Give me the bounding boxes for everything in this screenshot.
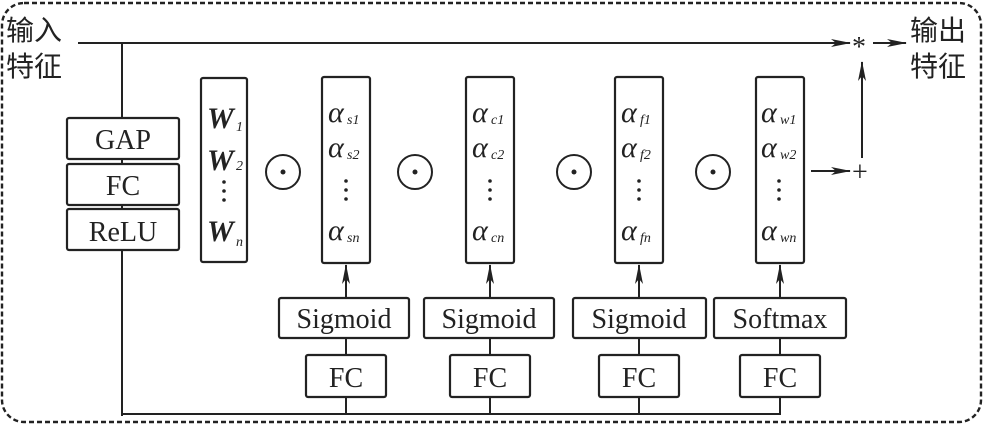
alpha-f-vector-box [613, 75, 665, 265]
fc-label-c: FC [473, 363, 507, 394]
branch-s: α s1 α s2 α sn Sigmoid FC [277, 75, 411, 414]
alpha-s-n: α [328, 214, 345, 247]
relu-block [65, 207, 181, 252]
alpha-s-vector-box [320, 75, 372, 265]
weight-vector-box [199, 76, 249, 264]
odot-operator-4 [695, 154, 731, 190]
alpha-c-2: α [472, 131, 489, 164]
alpha-c-n: α [472, 214, 489, 247]
fc-label-f: FC [622, 363, 656, 394]
alpha-f-2: α [621, 131, 638, 164]
alpha-f-sub-2: f2 [640, 148, 651, 163]
output-label-line2: 特征 [910, 50, 966, 83]
alpha-f-sub-n: fn [640, 231, 651, 246]
input-label-line1: 输入 [6, 14, 62, 47]
alpha-w-2: α [761, 131, 778, 164]
branch-f: α f1 α f2 α fn Sigmoid FC [571, 75, 708, 414]
softmax-label-w: Softmax [733, 304, 828, 335]
output-label-line1: 输出 [910, 14, 966, 47]
fc-label-left: FC [106, 171, 140, 202]
sigmoid-block-s [277, 296, 411, 340]
sigmoid-label-c: Sigmoid [442, 304, 537, 335]
alpha-f-1: α [621, 96, 638, 129]
relu-label: ReLU [89, 217, 157, 248]
odot-operator-3 [556, 154, 592, 190]
alpha-w-n: α [761, 214, 778, 247]
fc-label-w: FC [763, 363, 797, 394]
alpha-c-sub-2: c2 [491, 148, 504, 163]
weight-symbol-2: W [207, 144, 236, 177]
alpha-w-sub-n: wn [780, 231, 796, 246]
alpha-c-1: α [472, 96, 489, 129]
alpha-s-2: α [328, 131, 345, 164]
add-symbol: + [852, 157, 868, 188]
alpha-s-sub-1: s1 [347, 113, 359, 128]
fc-label-s: FC [329, 363, 363, 394]
input-label-line2: 特征 [6, 50, 62, 83]
gap-label: GAP [95, 125, 151, 156]
weight-symbol-n: W [207, 215, 236, 248]
alpha-c-vector-box [464, 75, 516, 265]
weight-sub-n: n [236, 235, 243, 250]
alpha-s-sub-n: sn [347, 231, 359, 246]
alpha-f-sub-1: f1 [640, 113, 651, 128]
vdots [222, 180, 226, 184]
weight-sub-1: 1 [236, 120, 243, 135]
alpha-w-vector-box [754, 75, 806, 265]
left-stack: GAP FC ReLU [65, 116, 181, 252]
odot-operator-1 [265, 154, 301, 190]
sigmoid-label-f: Sigmoid [592, 304, 687, 335]
alpha-w-1: α [761, 96, 778, 129]
multiply-symbol: * [852, 32, 866, 63]
alpha-w-sub-1: w1 [780, 113, 796, 128]
weight-vector: W 1 W 2 W n [199, 76, 249, 264]
branch-c: α c1 α c2 α cn Sigmoid FC [422, 75, 556, 414]
alpha-w-sub-2: w2 [780, 148, 796, 163]
alpha-c-sub-n: cn [491, 231, 504, 246]
odot-operator-2 [397, 154, 433, 190]
alpha-f-n: α [621, 214, 638, 247]
alpha-s-sub-2: s2 [347, 148, 359, 163]
weight-symbol-1: W [207, 102, 236, 135]
sigmoid-label-s: Sigmoid [297, 304, 392, 335]
branch-w: α w1 α w2 α wn Softmax FC [712, 75, 848, 414]
alpha-c-sub-1: c1 [491, 113, 504, 128]
weight-sub-2: 2 [236, 159, 243, 174]
alpha-s-1: α [328, 96, 345, 129]
